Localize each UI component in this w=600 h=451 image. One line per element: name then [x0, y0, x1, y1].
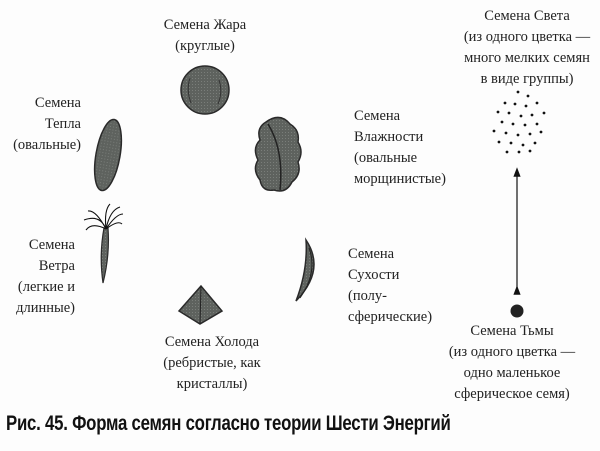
light-seed-dot: [492, 129, 496, 133]
label-line: много мелких семян: [464, 50, 590, 66]
light-seed-dot: [496, 110, 500, 114]
light-seed-dot: [516, 133, 520, 137]
moisture-seed-icon: [254, 116, 302, 192]
cold-seed-label: Семена Холода (ребристые, как кристаллы): [163, 332, 260, 395]
label-line: (из одного цветка —: [463, 29, 591, 45]
light-seed-dot: [535, 122, 539, 126]
light-seed-dot: [526, 94, 530, 98]
wind-seed-label: Семена Ветра (легкие и длинные): [16, 235, 75, 319]
label-line: Семена: [348, 246, 395, 262]
light-seed-dot: [533, 141, 537, 145]
light-seed-dot: [528, 132, 532, 136]
dryness-seed-icon: [295, 237, 315, 302]
label-line: (полу-: [348, 288, 387, 304]
light-seed-dot: [497, 140, 501, 144]
light-seed-dot: [504, 131, 508, 135]
light-seed-dot: [539, 130, 543, 134]
light-seed-dot: [524, 104, 528, 108]
darkness-seed-icon: [510, 304, 524, 318]
moisture-seed-label: Семена Влажности (овальные морщинистые): [354, 106, 446, 190]
light-seed-dot: [509, 141, 513, 145]
darkness-seed-label: Семена Тьмы (из одного цветка — одно мал…: [449, 321, 575, 405]
light-seed-label: Семена Света (из одного цветка — много м…: [464, 6, 590, 90]
warmth-seed-label: Семена Тепла (овальные): [13, 93, 81, 156]
light-seed-dot: [521, 143, 525, 147]
light-seed-dot: [542, 111, 546, 115]
label-line: Семена: [28, 237, 75, 253]
label-line: длинные): [16, 300, 75, 316]
warmth-seed-icon: [93, 118, 123, 192]
light-seed-dot: [530, 113, 534, 117]
light-seed-dot: [503, 101, 507, 105]
label-line: (круглые): [175, 38, 235, 54]
wind-seed-icon: [83, 203, 124, 284]
label-line: Ветра: [38, 258, 75, 274]
light-seed-dot: [507, 111, 511, 115]
label-line: Семена Света: [484, 8, 570, 24]
light-seed-dot: [511, 122, 515, 126]
label-line: в виде группы): [480, 71, 574, 87]
light-seed-dot: [500, 120, 504, 124]
label-line: Семена: [354, 108, 401, 124]
cold-seed-icon: [177, 284, 224, 325]
label-line: Семена: [34, 95, 81, 111]
light-seed-dot: [517, 150, 521, 154]
dryness-seed-label: Семена Сухости (полу- сферические): [348, 244, 432, 328]
label-line: Семена Холода: [164, 334, 260, 350]
light-seed-dot: [513, 102, 517, 106]
heat-seed-label: Семена Жара (круглые): [164, 15, 246, 57]
label-line: Тепла: [44, 116, 81, 132]
label-line: Сухости: [348, 267, 400, 283]
label-line: Семена Жара: [163, 17, 247, 33]
label-line: Семена Тьмы: [470, 323, 554, 339]
light-seed-dot: [528, 149, 532, 153]
label-line: (овальные): [13, 137, 81, 153]
label-line: (легкие и: [17, 279, 75, 295]
light-seeds-cluster-icon: [492, 90, 546, 154]
label-line: морщинистые): [354, 171, 446, 187]
light-seed-dot: [519, 114, 523, 118]
label-line: (ребристые, как: [163, 355, 261, 371]
light-seed-dot: [505, 150, 509, 154]
label-line: кристаллы): [176, 376, 248, 392]
figure-caption: Рис. 45. Форма семян согласно теории Шес…: [6, 412, 451, 435]
label-line: Влажности: [354, 129, 424, 145]
light-seed-dot: [523, 123, 527, 127]
label-line: (овальные: [354, 150, 418, 166]
label-line: сферическое семя): [454, 386, 570, 402]
label-line: сферические): [348, 309, 433, 325]
label-line: (из одного цветка —: [448, 344, 576, 360]
light-seed-dot: [535, 101, 539, 105]
light-seed-dot: [516, 90, 520, 94]
label-line: одно маленькое: [463, 365, 561, 381]
heat-seed-icon: [180, 65, 230, 115]
